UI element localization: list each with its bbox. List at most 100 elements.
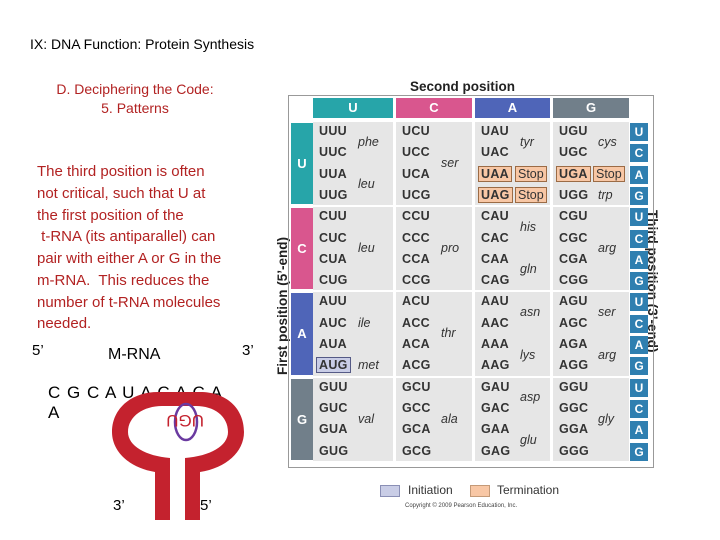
amino-acid-label: arg	[598, 241, 617, 256]
codon-text: CUC	[319, 230, 347, 245]
codon-text: GGC	[559, 400, 589, 415]
paragraph-line: not critical, such that U at	[37, 184, 206, 202]
codon-text: CGA	[559, 251, 588, 266]
third-position-a: A	[630, 336, 648, 354]
codon-text: UAU	[481, 124, 509, 138]
codon-text: UAG	[478, 186, 513, 203]
amino-acid-label: tyr	[520, 134, 534, 149]
anticodon-text: UGU	[166, 411, 204, 430]
codon-cell	[313, 122, 393, 206]
amino-acid-label: asn	[520, 305, 541, 320]
amino-acid-label: arg	[598, 347, 617, 362]
amino-acid-label: leu	[358, 177, 375, 192]
codon-text: ACG	[402, 358, 431, 373]
codon-text: GCC	[402, 400, 431, 415]
codon-text: GUA	[319, 422, 348, 437]
codon-text: AGA	[559, 337, 588, 351]
third-position-g: G	[630, 357, 648, 376]
anticodon-circle	[173, 402, 199, 442]
subtitle-line-1: D. Deciphering the Code:	[56, 81, 214, 97]
paragraph-line: The third position is often	[37, 163, 205, 180]
third-position-a: A	[630, 421, 648, 440]
third-position-c: C	[630, 314, 648, 333]
codon-text: CAC	[481, 230, 509, 245]
third-position-c: C	[630, 399, 648, 418]
amino-acid-label: ile	[358, 315, 371, 330]
codon-text: CGG	[559, 273, 589, 288]
codon-text: AGC	[559, 315, 588, 330]
codon-text: GAG	[481, 443, 511, 458]
amino-acid-label: ala	[441, 411, 458, 426]
codon-text: UGG	[559, 187, 589, 202]
amino-acid-label: Stop	[515, 165, 547, 182]
codon-text: CUU	[319, 209, 347, 224]
third-position-u: U	[630, 293, 648, 312]
codon-text: GCU	[402, 379, 431, 394]
amino-acid-label: trp	[598, 187, 613, 202]
third-position-c: C	[630, 229, 648, 248]
codon-text: UCA	[402, 166, 430, 181]
paragraph-line: the first position of the	[37, 206, 184, 224]
third-position-a: A	[630, 165, 648, 184]
third-position-g: G	[630, 186, 648, 205]
slide-subtitle: D. Deciphering the Code: 5. Patterns	[30, 80, 240, 118]
codon-text: AGG	[559, 358, 589, 373]
codon-cell	[396, 207, 472, 291]
codon-text: CAA	[481, 251, 509, 266]
third-position-u: U	[630, 208, 648, 227]
codon-text: GAU	[481, 379, 510, 394]
paragraph-line: t-RNA (its antiparallel) can	[37, 228, 216, 246]
codon-text: AAC	[481, 315, 509, 330]
second-position-header-a: A	[475, 98, 550, 118]
codon-text: CCU	[402, 209, 430, 224]
termination-legend-label: Termination	[497, 483, 560, 497]
codon-cell	[553, 122, 629, 206]
codon-text: UUC	[319, 145, 347, 160]
codon-text: UUU	[319, 124, 347, 138]
second-position-header-g: G	[553, 98, 629, 118]
codon-text: ACU	[402, 294, 430, 309]
codon-text: GGU	[559, 379, 589, 394]
five-prime-label: 5’	[32, 342, 44, 359]
codon-text: GGA	[559, 422, 589, 437]
codon-text: CCG	[402, 273, 431, 288]
third-position-g: G	[630, 442, 648, 461]
codon-cell	[553, 207, 629, 291]
first-position-a: A	[291, 293, 313, 375]
three-prime-label: 3’	[242, 342, 254, 359]
second-position-header-c: C	[396, 98, 472, 118]
paragraph-line: pair with either A or G in the	[37, 250, 222, 267]
codon-text: CAU	[481, 209, 509, 224]
codon-text: AUC	[319, 315, 347, 330]
codon-text: AUU	[319, 294, 347, 309]
codon-text: CUA	[319, 251, 347, 266]
amino-acid-label: phe	[358, 134, 379, 149]
codon-text: GGG	[559, 443, 590, 458]
slide-title: IX: DNA Function: Protein Synthesis	[30, 36, 255, 52]
third-position-a: A	[630, 250, 648, 269]
codon-text: GUC	[319, 400, 348, 415]
termination-swatch	[470, 485, 490, 497]
amino-acid-label: val	[358, 411, 374, 426]
codon-text: AUG	[316, 357, 351, 374]
paragraph-line: needed.	[37, 315, 92, 333]
codon-text: CUG	[319, 273, 348, 288]
trna-shape	[112, 392, 244, 520]
codon-text: ACA	[402, 337, 430, 351]
copyright-text: Copyright © 2009 Pearson Education, Inc.	[405, 503, 518, 509]
first-position-c: C	[291, 208, 313, 290]
codon-text: UGA	[556, 165, 591, 182]
paragraph-line: number of t-RNA molecules	[37, 293, 221, 311]
codon-text: UUA	[319, 166, 347, 181]
codon-text: UCC	[402, 145, 430, 160]
codon-text: GUU	[319, 379, 348, 394]
third-position-u: U	[630, 378, 648, 397]
codon-text: CCA	[402, 251, 430, 266]
codon-text: GUG	[319, 443, 349, 458]
codon-text: UGU	[559, 124, 588, 138]
amino-acid-label: his	[520, 219, 536, 234]
initiation-swatch	[380, 485, 400, 497]
codon-cell	[396, 292, 472, 376]
